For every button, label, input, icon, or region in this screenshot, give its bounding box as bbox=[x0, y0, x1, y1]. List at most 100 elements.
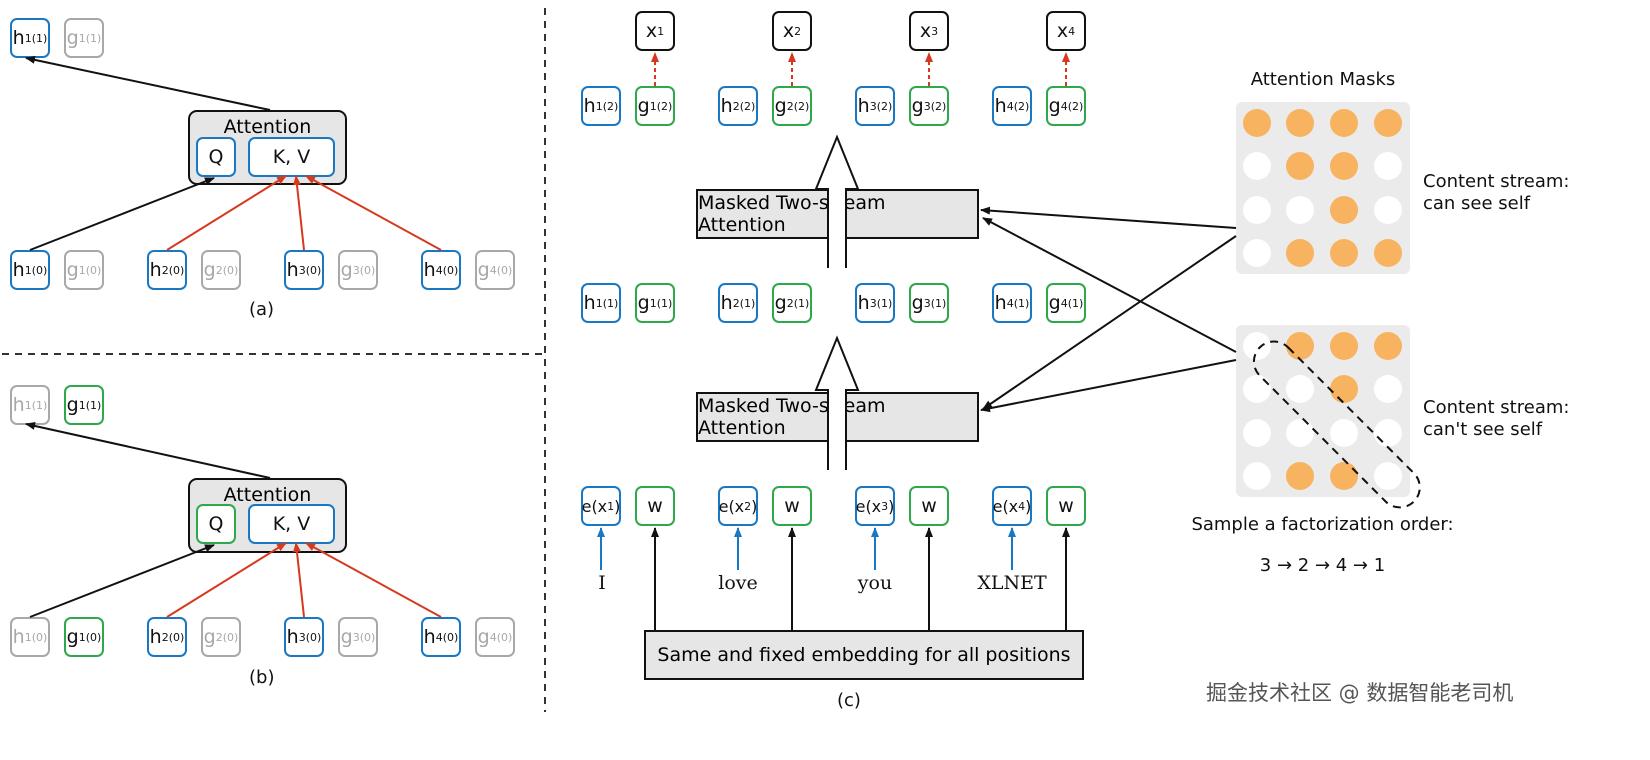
query-stream-label-line1: Content stream: bbox=[1423, 397, 1570, 418]
c-embedding-bar: Same and fixed embedding for all positio… bbox=[644, 630, 1084, 680]
watermark: 掘金技术社区 @ 数据智能老司机 bbox=[1206, 681, 1514, 705]
query-mask-dot-r4-c4 bbox=[1374, 462, 1402, 490]
query-mask-dot-r3-c2 bbox=[1286, 419, 1314, 447]
factorization-order-title: Sample a factorization order: bbox=[1191, 514, 1454, 535]
query-mask-dot-r4-c3 bbox=[1330, 462, 1358, 490]
content-mask-dot-r2-c1 bbox=[1243, 152, 1271, 180]
content-mask-dot-r3-c4 bbox=[1374, 196, 1402, 224]
a-caption: (a) bbox=[249, 299, 275, 320]
query-stream-mask bbox=[1236, 325, 1410, 497]
c-word-2: love bbox=[718, 572, 758, 594]
c-word-1: I bbox=[598, 572, 606, 594]
c-input-w4: w bbox=[1046, 486, 1086, 526]
content-mask-dot-r4-c3 bbox=[1330, 239, 1358, 267]
content-mask-dot-r1-c3 bbox=[1330, 109, 1358, 137]
factorization-order: 3 → 2 → 4 → 1 bbox=[1259, 555, 1386, 576]
c-input-w3: w bbox=[909, 486, 949, 526]
query-mask-dot-r1-c4 bbox=[1374, 332, 1402, 360]
content-mask-dot-r2-c3 bbox=[1330, 152, 1358, 180]
query-mask-dot-r1-c3 bbox=[1330, 332, 1358, 360]
query-mask-dot-r1-c2 bbox=[1286, 332, 1314, 360]
c-attention-block-top: Masked Two-stream Attention bbox=[696, 189, 979, 239]
masks-title: Attention Masks bbox=[1250, 69, 1396, 90]
c-input-w1: w bbox=[635, 486, 675, 526]
b-query-node: Q bbox=[196, 504, 236, 544]
query-mask-dot-r2-c2 bbox=[1286, 375, 1314, 403]
query-mask-dot-r4-c1 bbox=[1243, 462, 1271, 490]
query-mask-dot-r1-c1 bbox=[1243, 332, 1271, 360]
content-mask-dot-r4-c4 bbox=[1374, 239, 1402, 267]
content-mask-dot-r3-c1 bbox=[1243, 196, 1271, 224]
content-stream-label-line1: Content stream: bbox=[1423, 171, 1570, 192]
query-mask-dot-r3-c3 bbox=[1330, 419, 1358, 447]
content-mask-dot-r3-c3 bbox=[1330, 196, 1358, 224]
query-mask-dot-r4-c2 bbox=[1286, 462, 1314, 490]
content-stream-label-line2: can see self bbox=[1423, 193, 1531, 214]
content-mask-dot-r1-c4 bbox=[1374, 109, 1402, 137]
c-word-4: XLNET bbox=[977, 572, 1047, 594]
query-mask-dot-r2-c1 bbox=[1243, 375, 1271, 403]
query-stream-label-line2: can't see self bbox=[1423, 419, 1543, 440]
a-attention-title: Attention bbox=[223, 116, 312, 138]
content-mask-dot-r1-c1 bbox=[1243, 109, 1271, 137]
a-key-value-node: K, V bbox=[248, 137, 335, 177]
b-attention-title: Attention bbox=[223, 484, 312, 506]
content-mask-dot-r2-c2 bbox=[1286, 152, 1314, 180]
c-caption: (c) bbox=[837, 690, 861, 711]
b-caption: (b) bbox=[249, 667, 275, 688]
content-stream-mask bbox=[1236, 102, 1410, 274]
query-mask-dot-r2-c3 bbox=[1330, 375, 1358, 403]
query-mask-dot-r3-c4 bbox=[1374, 419, 1402, 447]
b-key-value-node: K, V bbox=[248, 504, 335, 544]
c-attention-block-bottom: Masked Two-stream Attention bbox=[696, 392, 979, 442]
c-word-3: you bbox=[857, 572, 893, 594]
content-mask-dot-r4-c2 bbox=[1286, 239, 1314, 267]
content-mask-dot-r3-c2 bbox=[1286, 196, 1314, 224]
query-mask-dot-r2-c4 bbox=[1374, 375, 1402, 403]
content-mask-dot-r2-c4 bbox=[1374, 152, 1402, 180]
